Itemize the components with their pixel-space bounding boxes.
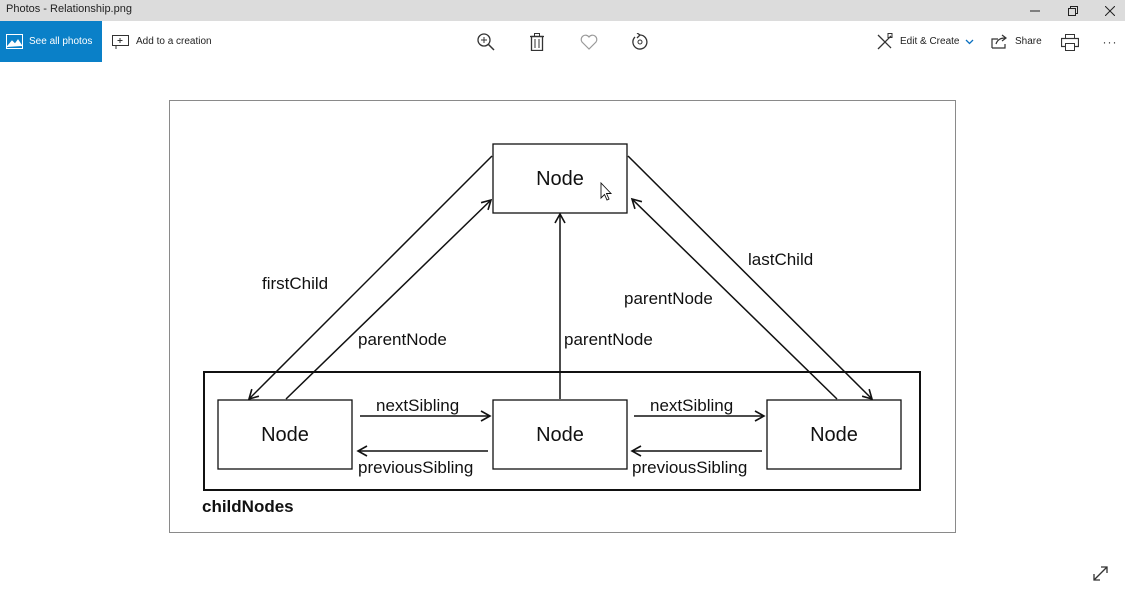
chevron-down-icon [966, 39, 974, 44]
child-node-3-box [766, 399, 902, 470]
mouse-cursor-icon [600, 181, 613, 201]
top-node-label: Node [536, 168, 584, 190]
toolbar: See all photos Add to a creation [0, 21, 1125, 62]
zoom-button[interactable] [475, 31, 497, 53]
parentnode-middle-label: parentNode [564, 330, 653, 349]
add-creation-icon [112, 34, 129, 49]
print-icon [1061, 33, 1079, 51]
add-to-creation-label: Add to a creation [136, 36, 212, 47]
more-options-button[interactable]: ··· [1099, 31, 1121, 53]
parentnode-left-arrow [285, 198, 493, 400]
childnodes-label: childNodes [202, 497, 294, 516]
add-to-creation-button[interactable]: Add to a creation [112, 21, 212, 62]
fullscreen-button[interactable] [1090, 564, 1110, 582]
nextsibling-1-label: nextSibling [376, 396, 459, 415]
title-bar: Photos - Relationship.png [0, 0, 1125, 21]
favorite-button[interactable] [578, 31, 600, 53]
child-node-1-label: Node [261, 424, 309, 446]
image-canvas: childNodes Node Node Node Node firstChil… [169, 100, 956, 533]
see-all-photos-button[interactable]: See all photos [0, 21, 102, 62]
restore-icon [1068, 5, 1078, 16]
child-node-1-box [217, 399, 353, 470]
share-button[interactable]: Share [991, 21, 1042, 62]
firstchild-arrow [247, 155, 493, 401]
minimize-icon [1030, 10, 1040, 11]
parentnode-left-label: parentNode [358, 330, 447, 349]
previoussibling-1-label: previousSibling [358, 458, 473, 477]
more-options-icon: ··· [1102, 35, 1118, 49]
window-title: Photos - Relationship.png [6, 3, 132, 15]
see-all-photos-label: See all photos [29, 36, 93, 47]
lastchild-label: lastChild [748, 250, 813, 269]
edit-create-label: Edit & Create [900, 36, 960, 47]
parentnode-right-arrow [630, 197, 838, 400]
rotate-icon [632, 33, 648, 50]
restore-button[interactable] [1054, 0, 1092, 21]
lastchild-arrow [627, 155, 874, 401]
childnodes-container [203, 371, 921, 491]
child-node-2-box [492, 399, 628, 470]
print-button[interactable] [1059, 31, 1081, 53]
expand-icon [1092, 565, 1108, 581]
minimize-button[interactable] [1016, 0, 1054, 21]
zoom-in-icon [477, 33, 495, 51]
share-icon [991, 34, 1008, 49]
heart-icon [580, 34, 598, 50]
previoussibling-2-label: previousSibling [632, 458, 747, 477]
rotate-button[interactable] [629, 31, 651, 53]
child-node-2-label: Node [536, 424, 584, 446]
share-label: Share [1015, 36, 1042, 47]
nextsibling-2-label: nextSibling [650, 396, 733, 415]
child-node-3-label: Node [810, 424, 858, 446]
delete-button[interactable] [526, 31, 548, 53]
close-button[interactable] [1091, 0, 1125, 21]
firstchild-label: firstChild [262, 274, 328, 293]
edit-create-button[interactable]: Edit & Create [876, 21, 974, 62]
relationship-diagram: childNodes Node Node Node Node firstChil… [202, 143, 921, 516]
parentnode-right-label: parentNode [624, 289, 713, 308]
trash-icon [530, 33, 544, 51]
photos-icon [6, 34, 23, 49]
top-node-box [492, 143, 628, 214]
close-icon [1105, 5, 1115, 16]
edit-create-icon [876, 33, 893, 50]
